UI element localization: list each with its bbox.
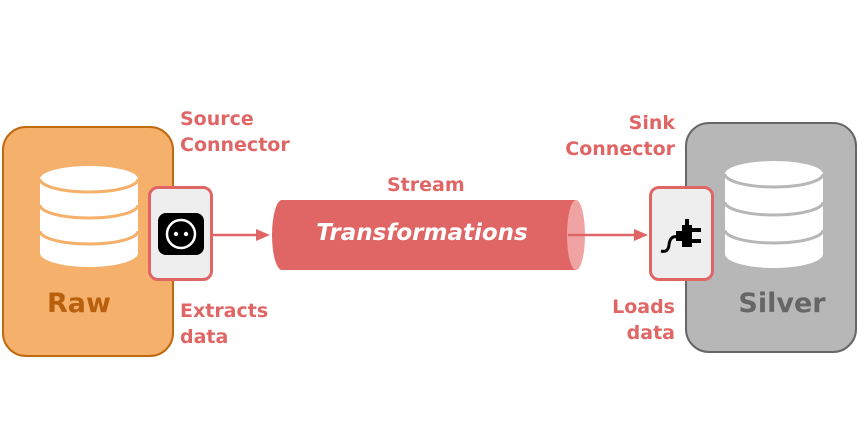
source-connector-caption: Extracts data [180, 298, 268, 350]
raw-label: Raw [47, 288, 111, 319]
stream-title: Stream [387, 174, 465, 196]
title-line: Sink [628, 112, 675, 134]
silver-store: Silver [685, 122, 857, 353]
caption-line: Extracts [180, 300, 269, 322]
plug-icon [660, 219, 701, 253]
title-line: Connector [565, 138, 675, 160]
caption-line: data [626, 322, 675, 344]
sink-connector-title: Sink Connector [565, 110, 675, 162]
sink-connector-caption: Loads data [612, 294, 675, 346]
database-icon [38, 166, 140, 267]
stream-label: Transformations [316, 220, 528, 246]
database-icon [723, 161, 825, 268]
caption-line: data [180, 326, 229, 348]
silver-label: Silver [738, 288, 826, 319]
title-line: Source [180, 108, 254, 130]
arrow-stream-to-sink [568, 229, 648, 241]
source-connector-title: Source Connector [180, 106, 290, 158]
title-line: Connector [180, 134, 290, 156]
sink-connector[interactable] [649, 186, 714, 281]
raw-store: Raw [2, 126, 174, 357]
source-connector[interactable] [148, 186, 213, 281]
arrow-source-to-stream [213, 229, 270, 241]
caption-line: Loads [612, 296, 675, 318]
socket-icon [158, 213, 204, 255]
